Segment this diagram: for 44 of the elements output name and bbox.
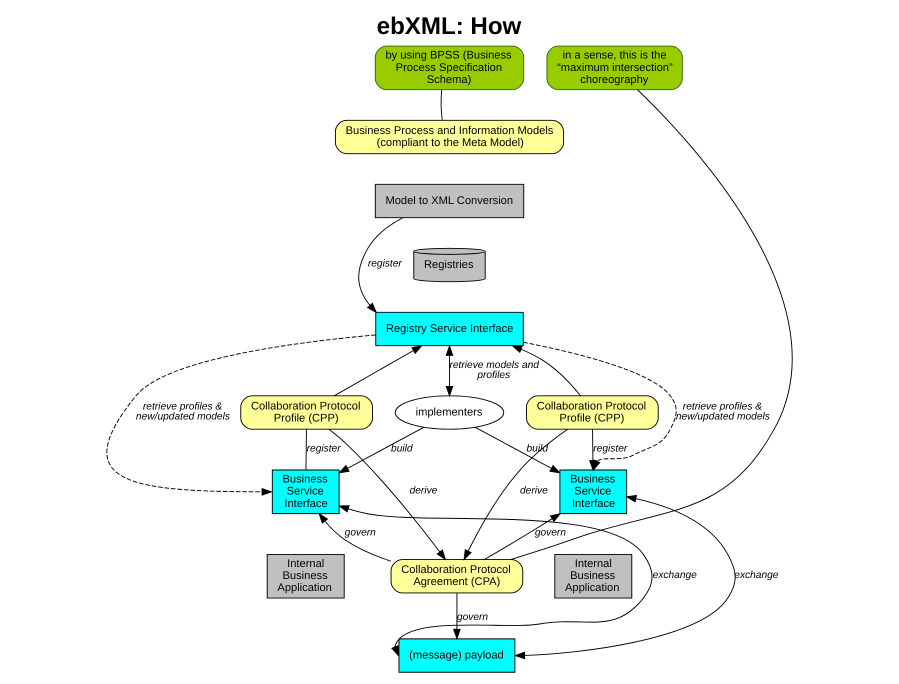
node-box: in a sense, this is the “maximum intersection” choreography: [546, 46, 683, 90]
node-ellipse: implementers: [394, 395, 504, 430]
node-box: by using BPSS (Business Process Specification Schema): [374, 46, 524, 90]
node-box: Collaboration Protocol Profile (CPP): [526, 395, 659, 430]
arrow: [358, 217, 404, 314]
edge-label: govern: [344, 528, 376, 539]
arrow: [453, 592, 461, 640]
edge-label: register: [368, 258, 402, 270]
arrow: [474, 426, 561, 474]
connector: [510, 89, 793, 560]
edge-label: derive: [520, 485, 548, 496]
arrow: [514, 494, 736, 660]
node-box: Business Process and Information Models (compliant to the Meta Model): [334, 120, 564, 154]
edge-label: retrieve profiles & new/updated models: [136, 402, 230, 423]
edge-label: build: [391, 443, 413, 454]
arrow: [106, 334, 376, 496]
edge-label: govern: [534, 528, 566, 539]
node-box: Business Service Interface: [272, 470, 340, 514]
node-box: Internal Business Application: [554, 554, 632, 598]
edge-label: retrieve profiles & new/updated models: [676, 402, 770, 423]
node-box: (message) payload: [398, 638, 516, 673]
node-box: Internal Business Application: [266, 554, 345, 598]
node-box: Business Service Interface: [559, 470, 628, 514]
arrow: [463, 428, 568, 561]
node-box: Model to XML Conversion: [374, 184, 524, 218]
arrow: [446, 344, 454, 398]
connector: [440, 89, 443, 120]
arrow: [334, 345, 423, 396]
node-box: Collaboration Protocol Agreement (CPA): [390, 559, 524, 594]
diagram-title: ebXML: How: [376, 12, 522, 40]
edge-label: register: [306, 443, 341, 454]
connector: [306, 429, 307, 470]
edge-label: register: [593, 443, 628, 454]
arrow: [589, 429, 597, 472]
arrow: [338, 505, 652, 657]
arrow: [338, 426, 424, 474]
arrow: [328, 429, 446, 561]
arrow: [484, 512, 562, 560]
node-box: Registry Service Interface: [375, 312, 524, 346]
edge-label: exchange: [652, 570, 697, 581]
edge-label: derive: [410, 485, 438, 496]
node-box: Collaboration Protocol Profile (CPP): [240, 395, 373, 430]
arrow: [318, 512, 392, 562]
arrow: [511, 345, 582, 396]
